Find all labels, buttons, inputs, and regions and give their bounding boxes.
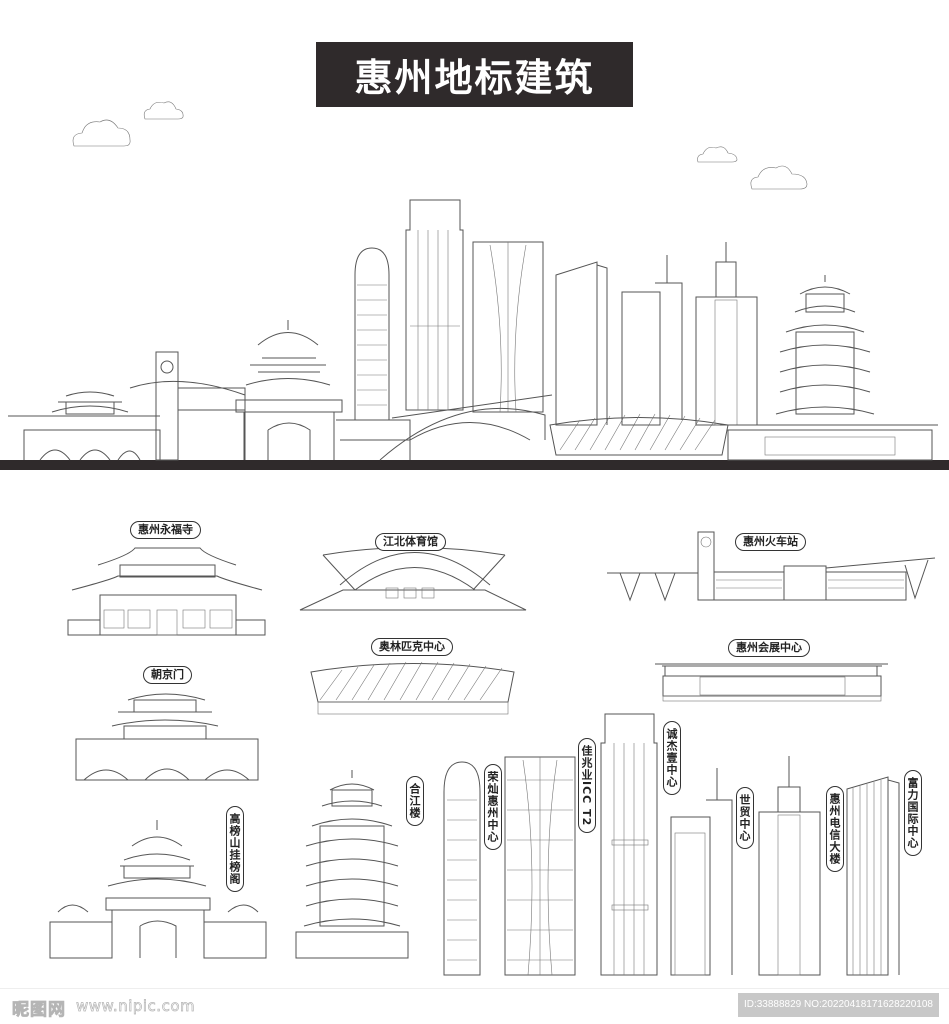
yongfu-temple-illustration — [67, 547, 266, 636]
label-jiazhaoye-icc: 佳兆业ICC T2 — [578, 738, 596, 834]
fuli-center-illustration — [846, 776, 900, 976]
label-rongcan-center: 荣灿惠州中心 — [484, 764, 502, 850]
watermark-footer: 昵图网 www.nipic.com ID:33888829 NO:2022041… — [0, 988, 949, 1024]
telecom-building-illustration — [758, 756, 821, 976]
label-fuli-center: 富力国际中心 — [904, 770, 922, 856]
label-yongfu-temple: 惠州永福寺 — [130, 521, 201, 539]
chengjie-center-illustration — [600, 713, 658, 976]
jiangbei-gym-illustration — [299, 547, 527, 611]
line-art-illustration — [0, 101, 949, 976]
exhibition-center-illustration — [655, 663, 888, 702]
cloud-icon — [697, 146, 738, 163]
olympic-center-illustration — [310, 661, 515, 715]
chaojing-gate-illustration — [75, 693, 259, 781]
skyline — [0, 199, 949, 470]
label-exhibition-center: 惠州会展中心 — [728, 639, 810, 657]
cloud-icon — [72, 119, 131, 147]
label-olympic-center: 奥林匹克中心 — [371, 638, 453, 656]
label-chengjie-center: 诚杰壹中心 — [663, 721, 681, 795]
label-chaojing-gate: 朝京门 — [143, 666, 192, 684]
label-gaobangshan-pavilion: 高榜山挂榜阁 — [226, 806, 244, 892]
label-telecom-building: 惠州电信大楼 — [826, 786, 844, 872]
gaobangshan-pavilion-illustration — [49, 820, 267, 959]
label-world-trade-center: 世贸中心 — [736, 787, 754, 849]
hejiang-tower-illustration — [295, 770, 409, 959]
world-trade-center-illustration — [670, 768, 733, 976]
cloud-icon — [143, 101, 184, 120]
label-railway-station: 惠州火车站 — [735, 533, 806, 551]
rongcan-center-illustration — [443, 761, 481, 976]
cloud-icon — [750, 165, 808, 190]
label-hejiang-tower: 合江楼 — [406, 776, 424, 826]
image-id-badge: ID:33888829 NO:20220418171628220108 — [737, 993, 939, 1017]
jiazhaoye-icc-illustration — [504, 756, 576, 976]
page-title: 惠州地标建筑 — [316, 42, 633, 107]
watermark-url: www.nipic.com — [76, 997, 196, 1016]
railway-station-illustration — [607, 531, 936, 602]
label-jiangbei-gym: 江北体育馆 — [375, 533, 446, 551]
watermark-logo: 昵图网 — [12, 1000, 66, 1021]
